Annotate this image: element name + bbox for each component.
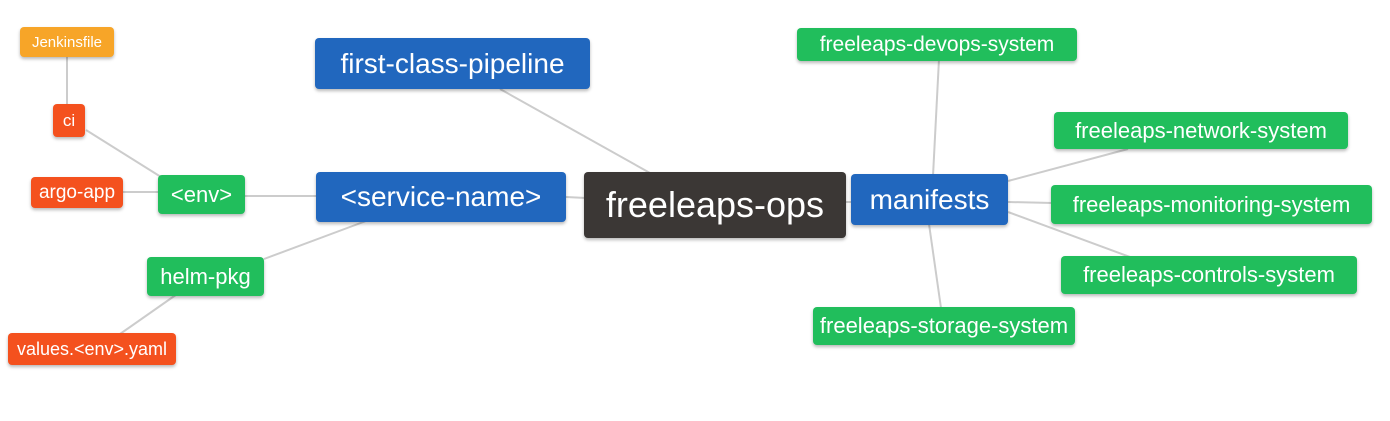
node-service-name[interactable]: <service-name>: [316, 172, 566, 222]
edge-helm-pkg-service-name: [263, 220, 367, 260]
edge-manifests-network-system: [1007, 148, 1129, 182]
node-helm-pkg[interactable]: helm-pkg: [147, 257, 264, 296]
edge-first-class-pipeline-root: [499, 88, 651, 174]
node-manifests[interactable]: manifests: [851, 174, 1008, 225]
node-freeleaps-controls-system[interactable]: freeleaps-controls-system: [1061, 256, 1357, 294]
node-ci[interactable]: ci: [53, 104, 85, 137]
node-first-class-pipeline[interactable]: first-class-pipeline: [315, 38, 590, 89]
node-values-env-yaml[interactable]: values.<env>.yaml: [8, 333, 176, 365]
node-freeleaps-storage-system[interactable]: freeleaps-storage-system: [813, 307, 1075, 345]
edge-manifests-controls-system: [1007, 211, 1131, 258]
edge-manifests-devops-system: [932, 58, 940, 177]
node-freeleaps-network-system[interactable]: freeleaps-network-system: [1054, 112, 1348, 149]
node-freeleaps-devops-system[interactable]: freeleaps-devops-system: [797, 28, 1077, 61]
edge-service-name-root: [565, 196, 587, 199]
edge-manifests-monitoring-system: [1007, 201, 1054, 204]
node-argo-app[interactable]: argo-app: [31, 177, 123, 208]
node-jenkinsfile[interactable]: Jenkinsfile: [20, 27, 114, 57]
edge-manifests-storage-system: [928, 223, 942, 309]
node-freeleaps-monitoring-system[interactable]: freeleaps-monitoring-system: [1051, 185, 1372, 224]
node-freeleaps-ops-root[interactable]: freeleaps-ops: [584, 172, 846, 238]
node-env[interactable]: <env>: [158, 175, 245, 214]
